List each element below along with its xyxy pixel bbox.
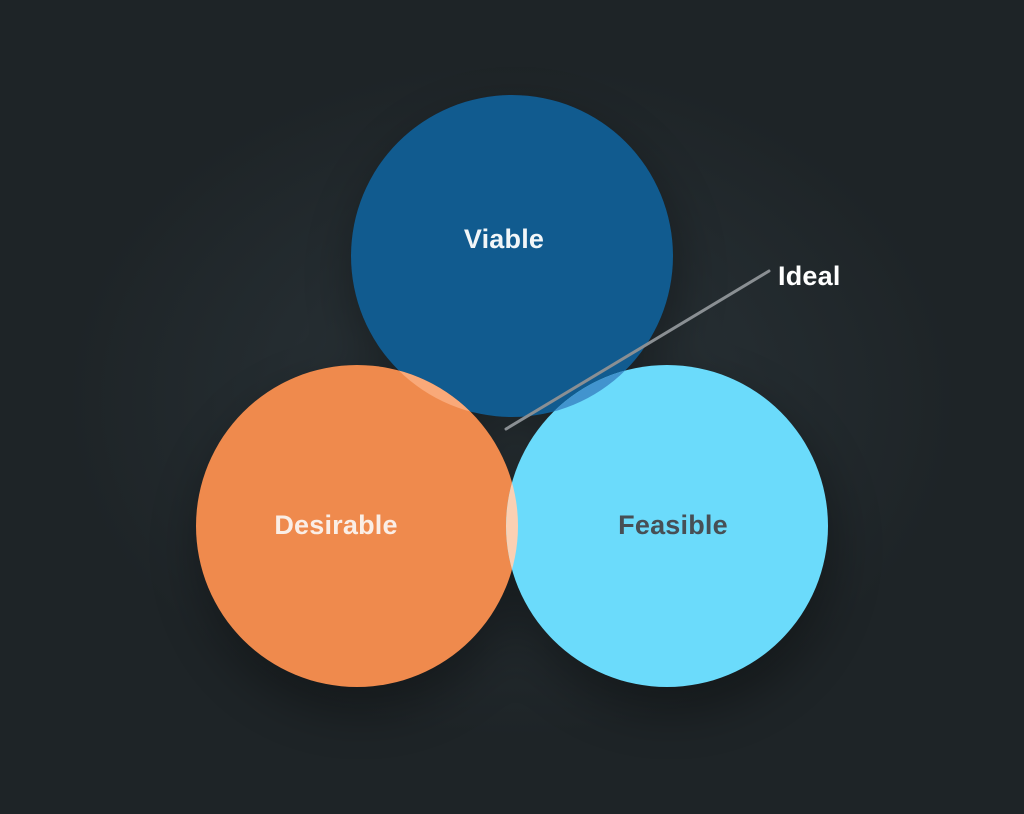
circle-feasible[interactable] — [506, 365, 828, 687]
callout-leader-line — [504, 269, 771, 431]
venn-circles — [196, 95, 828, 687]
callout-label-ideal: Ideal — [778, 261, 841, 291]
circle-desirable[interactable] — [196, 365, 518, 687]
callout-ideal: Ideal — [504, 261, 841, 431]
circle-viable[interactable] — [351, 95, 673, 417]
